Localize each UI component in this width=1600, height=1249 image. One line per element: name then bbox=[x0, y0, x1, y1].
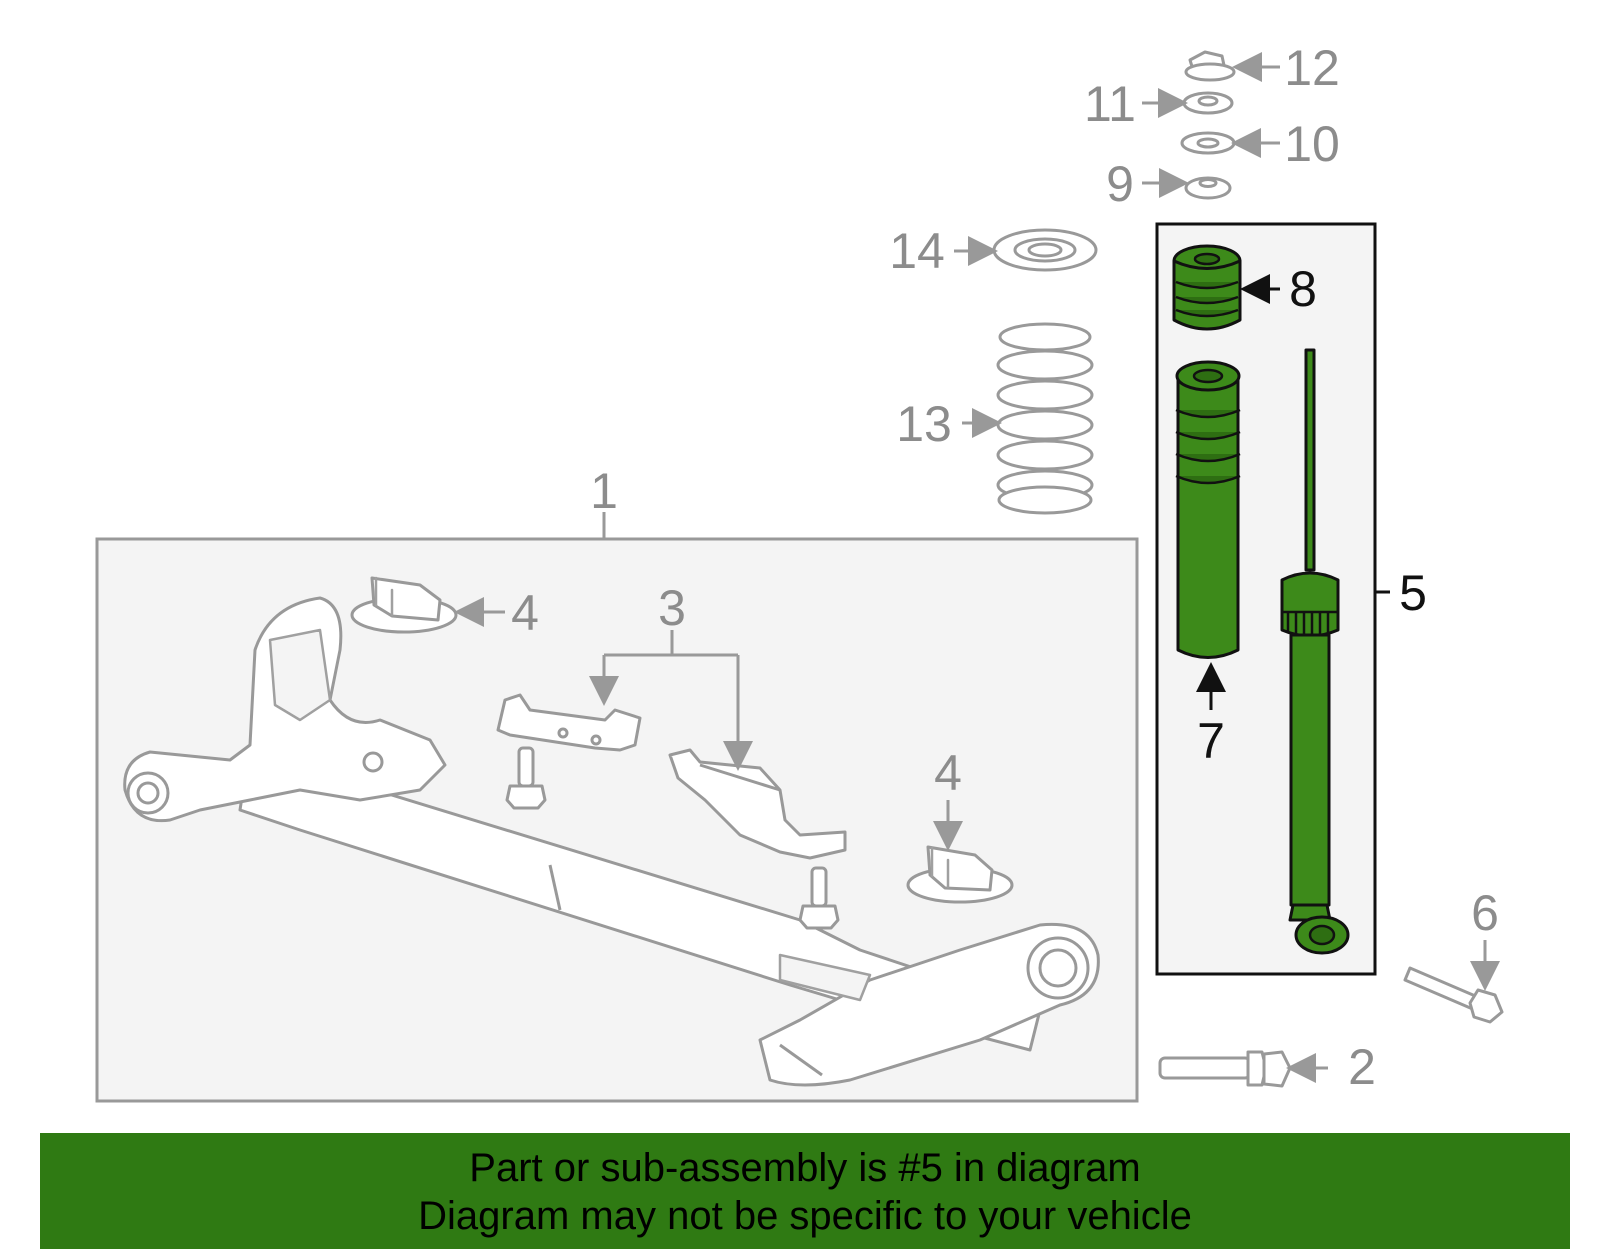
bushing-9 bbox=[1184, 176, 1232, 200]
callout-7: 7 bbox=[1197, 713, 1225, 769]
bump-stop-cap bbox=[1172, 244, 1242, 331]
callout-9: 9 bbox=[1106, 156, 1134, 212]
bracket-right bbox=[668, 748, 847, 860]
footer-banner: Part or sub-assembly is #5 in diagram Di… bbox=[40, 1133, 1570, 1249]
shock-absorber bbox=[1280, 348, 1350, 955]
bolt-2 bbox=[1158, 1050, 1292, 1088]
callout-4-upper: 4 bbox=[511, 585, 539, 641]
callout-4-lower: 4 bbox=[934, 745, 962, 801]
footer-line-1: Part or sub-assembly is #5 in diagram bbox=[469, 1146, 1141, 1190]
callout-1: 1 bbox=[590, 463, 618, 519]
callout-11: 11 bbox=[1084, 76, 1136, 132]
callout-2: 2 bbox=[1348, 1039, 1376, 1095]
callout-3: 3 bbox=[658, 580, 686, 636]
bolt-6 bbox=[1403, 966, 1504, 1024]
callout-14: 14 bbox=[889, 223, 945, 279]
callout-8: 8 bbox=[1289, 261, 1317, 317]
callout-5: 5 bbox=[1399, 565, 1427, 621]
spring-insulator bbox=[992, 228, 1098, 272]
coil-spring bbox=[996, 322, 1094, 515]
callout-6: 6 bbox=[1471, 885, 1499, 941]
nut-12 bbox=[1184, 50, 1236, 82]
bracket-left bbox=[496, 693, 642, 752]
washer-11 bbox=[1182, 91, 1234, 115]
callout-13: 13 bbox=[896, 396, 952, 452]
dust-boot bbox=[1175, 360, 1241, 659]
rear-axle-beam bbox=[123, 596, 1100, 1087]
callout-10: 10 bbox=[1284, 116, 1340, 172]
spring-seat-upper bbox=[350, 576, 458, 634]
bracket-bolt-left bbox=[505, 746, 547, 810]
footer-line-2: Diagram may not be specific to your vehi… bbox=[418, 1194, 1192, 1238]
bracket-bolt-right bbox=[798, 866, 840, 930]
spring-seat-lower bbox=[906, 845, 1014, 904]
washer-10 bbox=[1180, 131, 1236, 155]
callout-12: 12 bbox=[1284, 40, 1340, 96]
callout-3-leader bbox=[589, 630, 753, 771]
